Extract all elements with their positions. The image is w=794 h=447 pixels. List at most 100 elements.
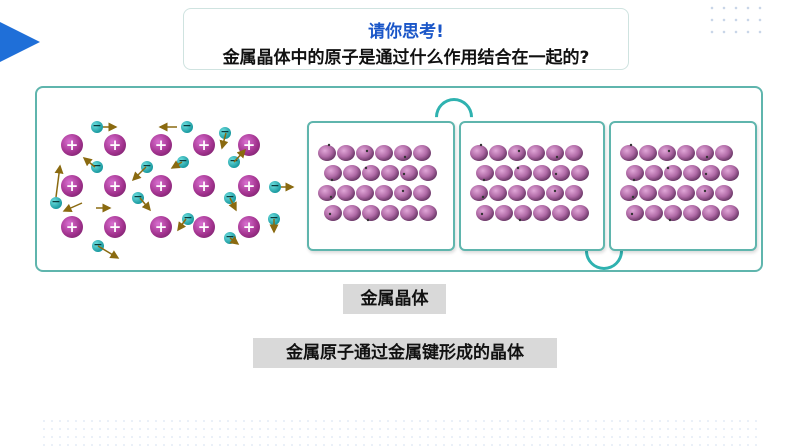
metal-atom	[489, 185, 507, 201]
electron-dot	[555, 155, 559, 159]
metal-atom	[343, 205, 361, 221]
electron-dot	[666, 166, 670, 170]
metal-atom	[546, 145, 564, 161]
metal-cation: +	[61, 175, 83, 197]
term-label: 金属晶体	[343, 284, 446, 314]
motion-arrow	[233, 148, 247, 163]
question-heading: 请你思考!	[368, 22, 444, 42]
crystal-layer-panel-2	[459, 121, 605, 251]
electron-dot	[328, 212, 332, 216]
metal-atom	[658, 185, 676, 201]
metal-atom	[489, 145, 507, 161]
metal-atom	[683, 205, 701, 221]
metal-atom	[337, 145, 355, 161]
metal-atom	[620, 145, 638, 161]
electron-dot	[517, 149, 521, 153]
motion-arrow	[82, 157, 96, 168]
metal-cation: +	[61, 216, 83, 238]
electron-dot	[703, 189, 707, 193]
electron-dot	[516, 166, 520, 170]
free-electron: −	[50, 195, 62, 209]
metal-atom	[626, 165, 644, 181]
motion-arrow	[139, 197, 151, 212]
question-text: 金属晶体中的原子是通过什么作用结合在一起的?	[222, 48, 590, 68]
electron-dot	[553, 189, 557, 193]
metal-atom	[677, 185, 695, 201]
electron-dot	[705, 155, 709, 159]
metal-atom	[381, 165, 399, 181]
electron-dot	[667, 149, 671, 153]
metal-atom	[658, 145, 676, 161]
metal-cation: +	[238, 216, 260, 238]
metal-atom	[394, 145, 412, 161]
electron-dot	[402, 172, 406, 176]
metal-atom	[664, 205, 682, 221]
metal-atom	[476, 205, 494, 221]
metal-atom	[508, 185, 526, 201]
metal-atom	[470, 185, 488, 201]
electron-dot	[330, 178, 334, 182]
free-electron: −	[91, 159, 103, 173]
metal-atom	[715, 185, 733, 201]
free-electron: −	[269, 179, 281, 193]
metal-atom	[400, 165, 418, 181]
metal-atom	[362, 205, 380, 221]
metal-atom	[645, 205, 663, 221]
metal-cation: +	[104, 175, 126, 197]
metal-cation: +	[193, 134, 215, 156]
electron-dot	[365, 149, 369, 153]
motion-arrow	[131, 166, 147, 182]
metal-atom	[571, 205, 589, 221]
crystal-lattice-1	[318, 143, 437, 222]
metal-cation: +	[193, 216, 215, 238]
electron-dot	[329, 195, 333, 199]
metal-atom	[337, 185, 355, 201]
electron-dot	[554, 172, 558, 176]
metal-atom	[664, 165, 682, 181]
metal-atom	[375, 185, 393, 201]
electron-dot	[629, 143, 633, 147]
electron-dot	[668, 218, 672, 222]
metal-atom	[527, 185, 545, 201]
metal-atom	[696, 185, 714, 201]
metal-atom	[470, 145, 488, 161]
electron-dot	[403, 155, 407, 159]
metal-atom	[533, 165, 551, 181]
metal-atom	[476, 165, 494, 181]
metal-atom	[375, 145, 393, 161]
motion-arrow	[62, 202, 83, 213]
metal-atom	[645, 165, 663, 181]
metal-atom	[318, 185, 336, 201]
metal-atom	[702, 165, 720, 181]
electron-dot	[366, 218, 370, 222]
metal-atom	[552, 165, 570, 181]
metal-atom	[565, 185, 583, 201]
electron-dot	[704, 172, 708, 176]
motion-arrow	[228, 197, 237, 212]
electron-dot	[631, 195, 635, 199]
metal-atom	[508, 145, 526, 161]
metal-atom	[343, 165, 361, 181]
metal-atom	[620, 185, 638, 201]
electron-dot	[482, 178, 486, 182]
crystal-layer-panel-3	[609, 121, 757, 251]
motion-arrow	[177, 218, 187, 232]
metal-atom	[677, 145, 695, 161]
metal-atom	[696, 145, 714, 161]
metal-atom	[514, 205, 532, 221]
metal-atom	[400, 205, 418, 221]
crystal-layer-panel-1	[307, 121, 455, 251]
dot-pattern-decoration	[706, 2, 766, 42]
metal-atom	[381, 205, 399, 221]
metal-cation: +	[150, 216, 172, 238]
motion-arrow	[170, 160, 183, 169]
free-electron: −	[219, 125, 231, 139]
motion-arrow	[219, 132, 229, 150]
electron-dot	[480, 212, 484, 216]
metal-atom	[715, 145, 733, 161]
free-electron: −	[181, 119, 193, 133]
metal-atom	[324, 205, 342, 221]
metal-cation: +	[104, 216, 126, 238]
motion-arrow	[97, 245, 120, 259]
